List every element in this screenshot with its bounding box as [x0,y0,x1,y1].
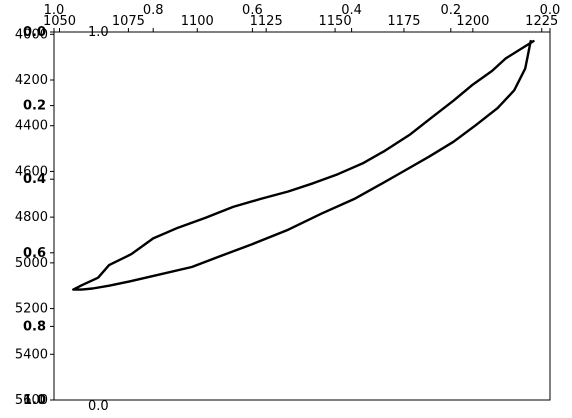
y-tick-label: 4400 [15,119,48,134]
overlay-left-tick-label: 0.2 [23,99,46,114]
overlay-left-tick-label: 0.6 [23,246,46,261]
y-tick-label: 4200 [15,73,48,88]
y-axis-left: 4000 4200 4400 4600 4800 5000 5200 5400 5600 [15,27,54,408]
y-tick-label: 5000 [15,256,48,271]
y-tick-label: 5400 [15,347,48,362]
x-tick-label: 1100 [181,14,214,29]
plot-frame [53,31,551,401]
x-tick-label: 1075 [112,14,145,29]
overlay-left-tick-label: 1.0 [23,393,46,408]
ghost-label-top: 1.0 [88,25,109,40]
overlay-left-tick-label: 0.4 [23,172,46,187]
x-tick-label: 1125 [250,14,283,29]
x-axis-top: 1050 1075 1100 1125 1150 1175 1200 1225 [43,14,558,32]
series-line [72,39,535,291]
x-tick-label: 1050 [43,14,76,29]
overlay-axis-left: 0.0 0.2 0.4 0.6 0.8 1.0 [23,25,54,408]
y-tick-label: 5600 [15,393,48,408]
overlay-left-tick-label: 0.8 [23,319,46,334]
overlay-top-tick-label: 0.6 [242,3,263,18]
overlay-axis-top: 0.0 0.2 0.4 0.6 0.8 1.0 [44,3,561,32]
y-tick-label: 5200 [15,302,48,317]
x-tick-label: 1225 [525,14,558,29]
ghost-label-bottom: 0.0 [88,399,109,414]
x-tick-label: 1150 [319,14,352,29]
plot-area [53,31,551,401]
overlay-left-tick-label: 0.0 [23,25,46,40]
overlay-top-tick-label: 0.8 [143,3,164,18]
x-tick-label: 1200 [456,14,489,29]
x-tick-label: 1175 [387,14,420,29]
y-tick-label: 4600 [15,164,48,179]
y-tick-label: 4800 [15,210,48,225]
overlay-top-tick-label: 0.4 [341,3,362,18]
overlay-top-tick-label: 1.0 [44,3,65,18]
overlay-top-tick-label: 0.0 [540,3,561,18]
y-tick-label: 4000 [15,27,48,42]
overlay-top-tick-label: 0.2 [440,3,461,18]
series-layer [72,39,535,291]
